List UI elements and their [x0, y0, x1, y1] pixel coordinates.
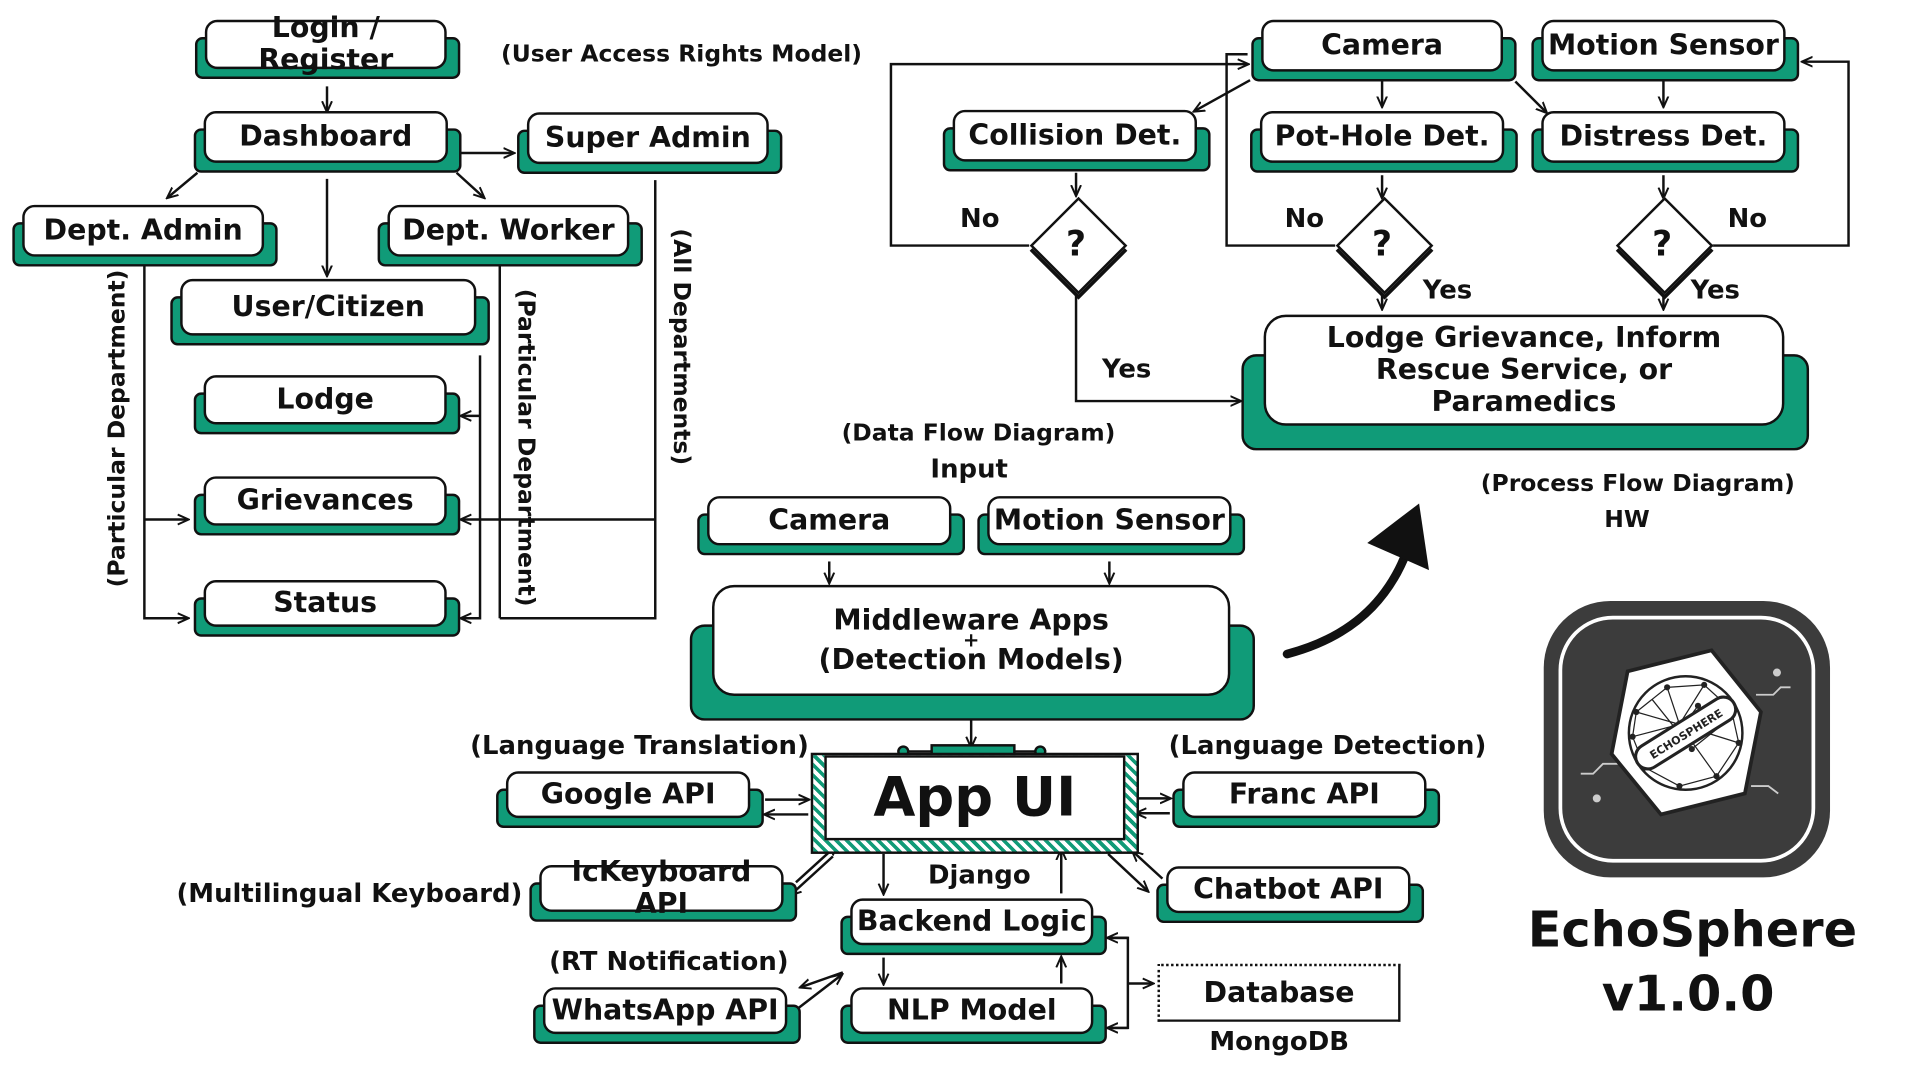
pf-camera-label: Camera — [1261, 19, 1504, 72]
df-motion-sensor-box: Motion Sensor — [977, 496, 1246, 556]
dept-worker-label: Dept. Worker — [387, 204, 630, 257]
login-register-label: Login / Register — [204, 12, 447, 77]
language-translation-label: (Language Translation) — [470, 730, 809, 761]
status-label: Status — [203, 579, 447, 627]
brand-title: EchoSphere v1.0.0 — [1527, 898, 1858, 1026]
collision-det-box: Collision Det. — [942, 109, 1211, 172]
mongodb-label: MongoDB — [1209, 1026, 1349, 1057]
collision-no-label: No — [960, 203, 1000, 234]
df-camera-label: Camera — [707, 496, 952, 546]
whatsapp-api-label: WhatsApp API — [542, 987, 788, 1035]
pothole-det-box: Pot-Hole Det. — [1250, 111, 1518, 173]
middleware-line1: Middleware Apps — [833, 604, 1109, 637]
access-model-label: (User Access Rights Model) — [501, 40, 863, 68]
dept-admin-label: Dept. Admin — [22, 204, 265, 257]
middleware-line2: (Detection Models) — [818, 644, 1124, 677]
collision-yes-label: Yes — [1101, 354, 1152, 384]
result-box: Lodge Grievance, Inform Rescue Service, … — [1241, 314, 1810, 451]
result-label: Lodge Grievance, Inform Rescue Service, … — [1263, 314, 1785, 426]
language-detection-label: (Language Detection) — [1168, 730, 1487, 761]
whatsapp-api-box: WhatsApp API — [533, 987, 801, 1044]
super-admin-box: Super Admin — [517, 112, 783, 174]
dashboard-label: Dashboard — [203, 111, 448, 163]
franc-api-label: Franc API — [1182, 771, 1427, 819]
df-camera-box: Camera — [697, 496, 965, 556]
lodge-label: Lodge — [203, 375, 447, 425]
rt-notification-label: (RT Notification) — [549, 946, 789, 977]
backend-logic-label: Backend Logic — [850, 898, 1094, 946]
grievances-box: Grievances — [193, 476, 461, 536]
particular-dept-left-label: (Particular Department) — [103, 269, 131, 588]
backend-logic-box: Backend Logic — [840, 898, 1107, 956]
df-motion-sensor-label: Motion Sensor — [987, 496, 1232, 546]
app-ui-label: App UI — [824, 755, 1126, 841]
distress-decision-symbol: ? — [1652, 222, 1673, 264]
user-citizen-box: User/Citizen — [170, 278, 490, 346]
lodge-box: Lodge — [193, 375, 461, 435]
pf-motion-sensor-box: Motion Sensor — [1531, 19, 1800, 82]
pf-camera-box: Camera — [1251, 19, 1517, 82]
particular-dept-mid-label: (Particular Department) — [512, 288, 540, 607]
dept-admin-box: Dept. Admin — [12, 204, 278, 267]
middleware-plus: + — [962, 628, 980, 652]
collision-decision-symbol: ? — [1066, 222, 1087, 264]
pothole-decision-symbol: ? — [1372, 222, 1393, 264]
dashboard-box: Dashboard — [193, 111, 462, 173]
grievances-label: Grievances — [203, 476, 447, 526]
status-box: Status — [193, 579, 461, 637]
process-flow-label: (Process Flow Diagram) — [1480, 470, 1795, 498]
distress-det-box: Distress Det. — [1531, 111, 1800, 173]
echosphere-logo: ECHOSPHERE — [1543, 600, 1831, 878]
pothole-det-label: Pot-Hole Det. — [1259, 111, 1505, 163]
ickeyboard-api-label: IcKeyboard API — [539, 856, 784, 921]
login-register-box: Login / Register — [194, 12, 461, 79]
brand-version: v1.0.0 — [1601, 966, 1775, 1023]
distress-yes-label: Yes — [1690, 275, 1740, 305]
collision-det-label: Collision Det. — [952, 109, 1197, 162]
distress-no-label: No — [1727, 203, 1768, 234]
echosphere-logo-emblem: ECHOSPHERE — [1580, 648, 1791, 817]
django-label: Django — [927, 860, 1031, 890]
multilingual-keyboard-label: (Multilingual Keyboard) — [176, 878, 523, 909]
pf-motion-sensor-label: Motion Sensor — [1541, 19, 1786, 72]
pothole-yes-label: Yes — [1422, 275, 1473, 305]
chatbot-api-label: Chatbot API — [1166, 866, 1411, 914]
dept-worker-box: Dept. Worker — [377, 204, 643, 267]
user-citizen-label: User/Citizen — [180, 278, 477, 336]
distress-det-label: Distress Det. — [1541, 111, 1786, 163]
process-flow-hw-label: HW — [1604, 505, 1650, 534]
middleware-box: Middleware Apps + (Detection Models) — [689, 584, 1255, 721]
brand-name: EchoSphere — [1527, 902, 1858, 959]
google-api-box: Google API — [496, 771, 764, 829]
all-departments-label: (All Departments) — [667, 228, 695, 466]
nlp-model-label: NLP Model — [850, 987, 1094, 1035]
ickeyboard-api-box: IcKeyboard API — [529, 856, 798, 922]
pothole-no-label: No — [1284, 203, 1325, 234]
app-ui-box: App UI — [810, 752, 1139, 854]
google-api-label: Google API — [505, 771, 751, 819]
franc-api-box: Franc API — [1172, 771, 1441, 829]
nlp-model-box: NLP Model — [840, 987, 1107, 1044]
data-flow-label: (Data Flow Diagram) — [841, 419, 1116, 447]
super-admin-label: Super Admin — [526, 112, 769, 165]
input-label: Input — [930, 454, 1008, 484]
database-box: Database — [1157, 963, 1401, 1022]
database-label: Database — [1203, 976, 1355, 1009]
chatbot-api-box: Chatbot API — [1156, 866, 1425, 924]
